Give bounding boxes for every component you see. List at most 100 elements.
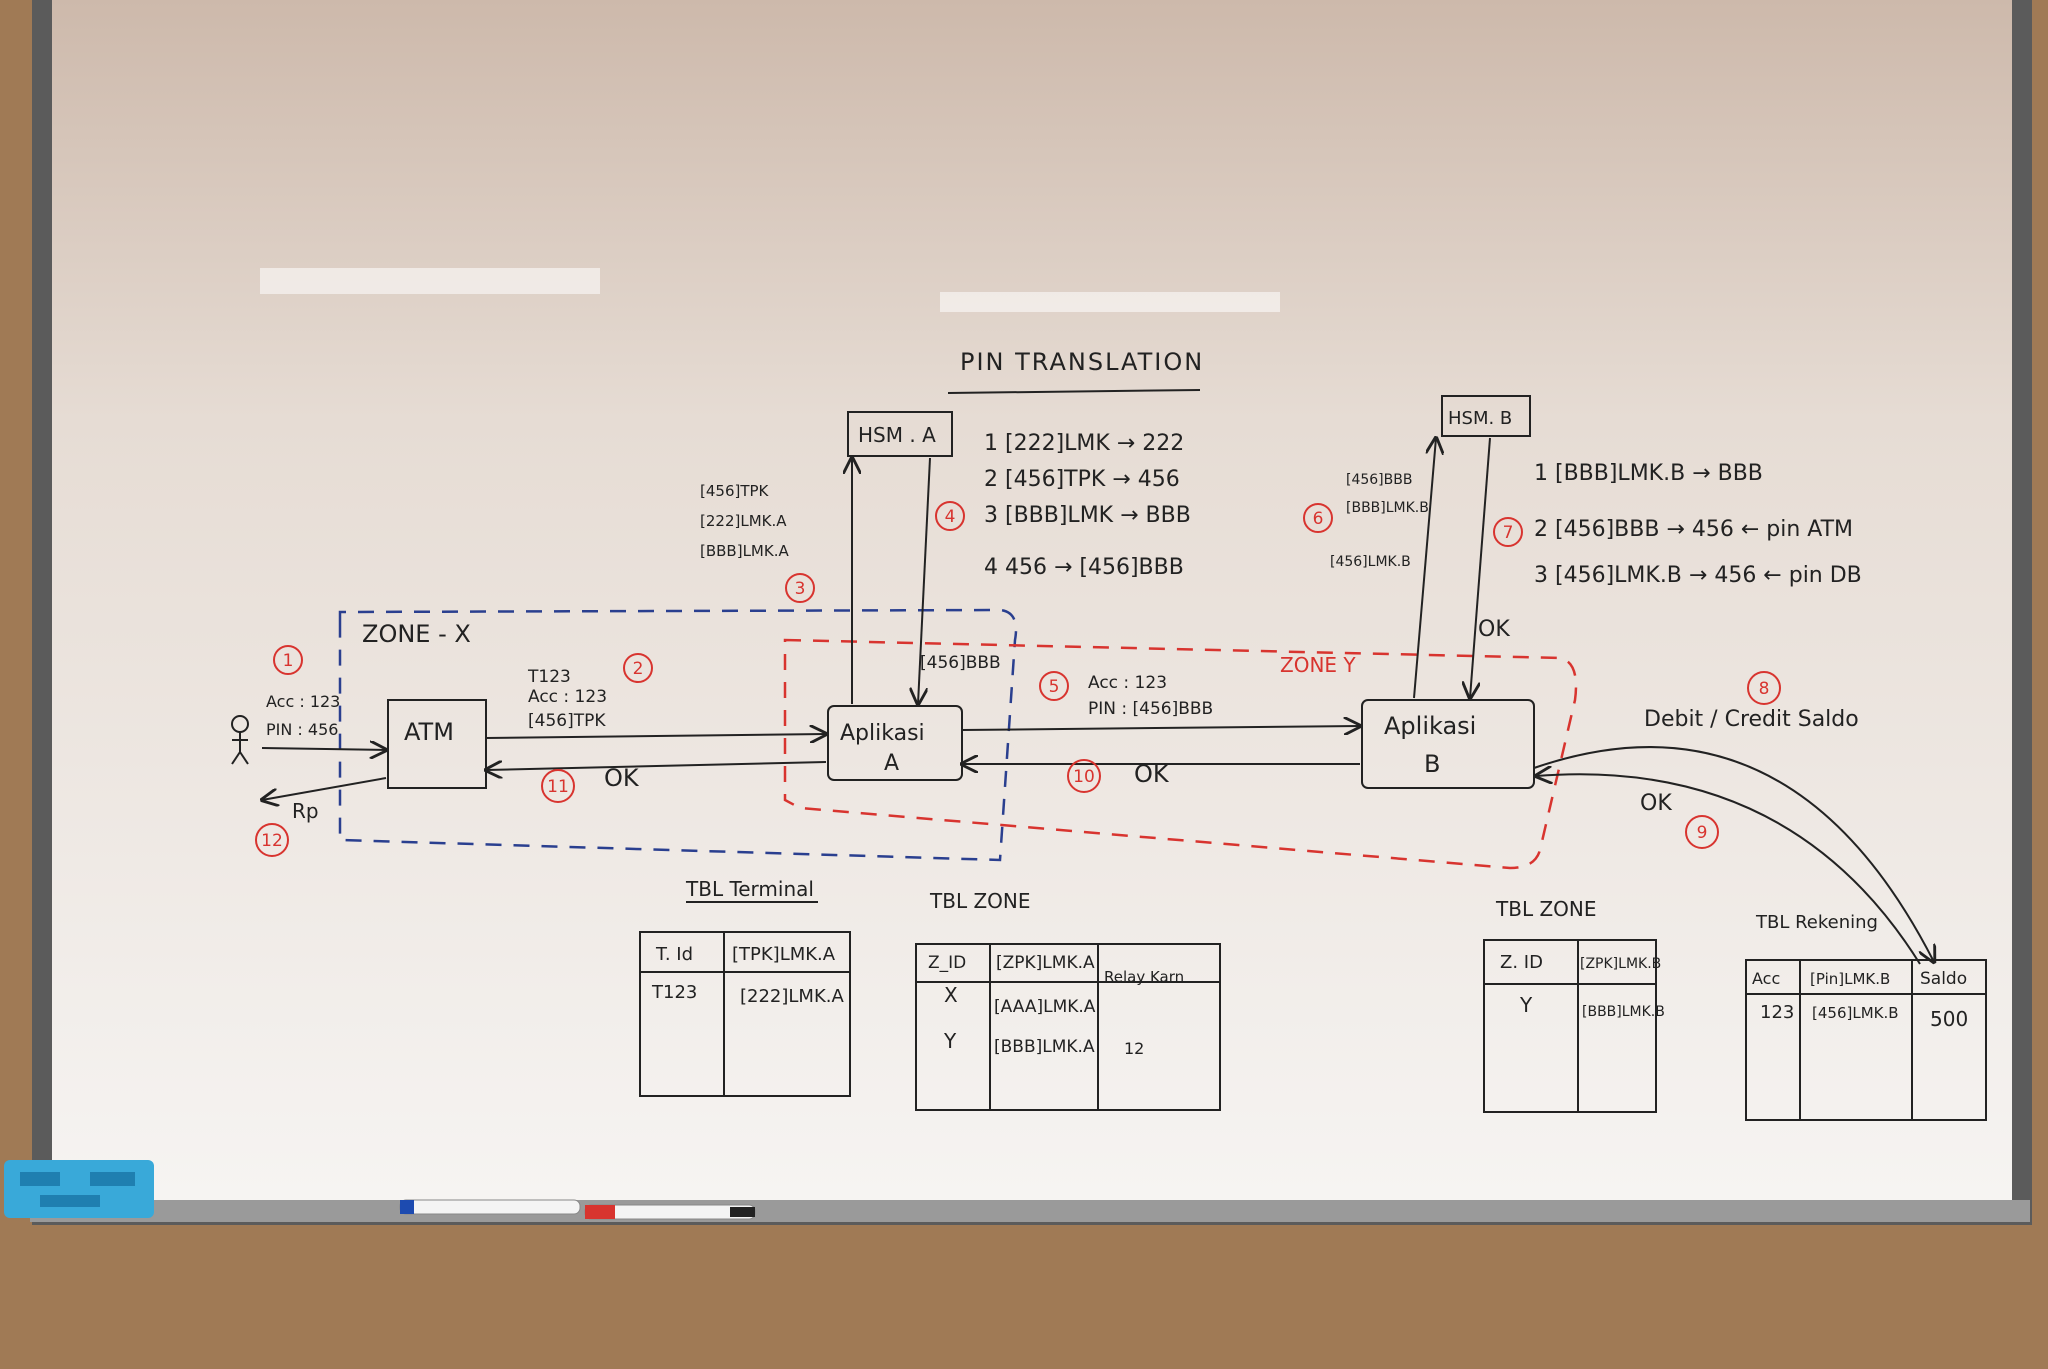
zone-y-label: ZONE Y [1280, 653, 1356, 677]
hsm-a-to-app-a-arrow [918, 457, 931, 704]
saldo-ok-arrow [1536, 774, 1921, 965]
tbl-zone-a-cell-y: Y [943, 1029, 957, 1053]
step-12-circle [255, 823, 289, 857]
tbl-zone-b [1483, 939, 1657, 1113]
step-12-number: 12 [261, 831, 283, 851]
app-a-to-app-b-arrow [961, 726, 1360, 730]
step-5-circle [1039, 671, 1069, 701]
red-marker [584, 1204, 756, 1220]
tbl-rekening-cell-acc: 123 [1760, 1002, 1794, 1023]
step-7-number: 7 [1503, 523, 1514, 543]
ok-label-10: OK [1134, 760, 1170, 788]
tbl-zone-a-cell-relay: 12 [1124, 1039, 1144, 1058]
tbl-zone-a-header-zid: Z_ID [928, 953, 966, 973]
atm-box [387, 699, 487, 789]
hsm-a-box [847, 411, 953, 457]
step-3-circle [785, 573, 815, 603]
atm-to-app-a-arrow [485, 734, 826, 738]
user-icon [231, 715, 249, 765]
user-rp-label: Rp [292, 799, 319, 823]
hsm-b-box [1441, 395, 1531, 437]
ok-label-11: OK [604, 764, 640, 792]
step-6-circle [1303, 503, 1333, 533]
ok-label-9: OK [1640, 791, 1672, 816]
atm-msg-pin: [456]TPK [528, 711, 606, 731]
hsm-b-in-3: [456]LMK.B [1330, 554, 1411, 570]
atm-label: ATM [404, 718, 454, 746]
user-to-atm-arrow [261, 748, 386, 750]
tbl-zone-a-header-zpk: [ZPK]LMK.A [996, 953, 1095, 973]
board-surface [52, 0, 2012, 1200]
tbl-zone-b-cell-bbb: [BBB]LMK.B [1582, 1004, 1665, 1020]
hsm-a-step-4: 4 456 → [456]BBB [984, 555, 1184, 580]
hsm-a-in-1: [456]TPK [700, 482, 770, 500]
diagram-title: PIN TRANSLATION [960, 348, 1204, 376]
hsm-b-step-3: 3 [456]LMK.B → 456 ← pin DB [1534, 563, 1862, 588]
ok-label-hsm-b: OK [1478, 617, 1510, 642]
light-reflection [940, 292, 1280, 312]
atm-to-user-arrow [262, 777, 387, 800]
step-4-number: 4 [945, 507, 956, 527]
atm-msg-acc: Acc : 123 [528, 687, 607, 707]
step-5-number: 5 [1049, 677, 1060, 697]
tbl-zone-b-header-zid: Z. ID [1500, 952, 1543, 973]
tbl-rekening-title: TBL Rekening [1755, 912, 1878, 933]
tbl-zone-a-cell-bbb: [BBB]LMK.A [994, 1037, 1095, 1057]
step-9-number: 9 [1697, 823, 1708, 843]
tbl-terminal-header-tpk: [TPK]LMK.A [732, 944, 836, 965]
step-8-number: 8 [1759, 679, 1770, 699]
step-4-circle [935, 501, 965, 531]
aplikasi-a-box [827, 705, 963, 781]
atm-msg-terminal: T123 [527, 667, 571, 687]
tbl-rekening-header-acc: Acc [1752, 969, 1780, 988]
debit-credit-label: Debit / Credit Saldo [1644, 707, 1859, 732]
light-reflection [260, 268, 600, 294]
zone-y-boundary [783, 638, 1578, 870]
step-1-circle [273, 645, 303, 675]
step-1-number: 1 [283, 651, 294, 671]
tbl-zone-b-title: TBL ZONE [1495, 897, 1596, 921]
hsm-b-label: HSM. B [1448, 408, 1512, 429]
step-11-number: 11 [547, 777, 569, 797]
aplikasi-b-sub: B [1424, 750, 1440, 778]
step-7-circle [1493, 517, 1523, 547]
aplikasi-a-sub: A [884, 751, 899, 776]
tbl-zone-a-title: TBL ZONE [929, 889, 1030, 913]
aplikasi-a-label: Aplikasi [840, 721, 925, 746]
tbl-rekening-cell-saldo: 500 [1930, 1007, 1968, 1031]
user-pin-label: PIN : 456 [266, 720, 338, 739]
step-3-number: 3 [795, 579, 806, 599]
step-8-circle [1747, 671, 1781, 705]
hsm-b-to-app-b-arrow [1470, 437, 1491, 698]
blue-marker [399, 1199, 581, 1215]
hsm-a-in-2: [222]LMK.A [700, 512, 787, 530]
tbl-zone-b-header-zpk: [ZPK]LMK.B [1580, 956, 1661, 972]
hsm-b-step-2: 2 [456]BBB → 456 ← pin ATM [1534, 517, 1853, 542]
step-10-circle [1067, 759, 1101, 793]
step-11-circle [541, 769, 575, 803]
debit-credit-arrow [1533, 746, 1934, 962]
title-underline [947, 389, 1201, 394]
hsm-a-label: HSM . A [858, 423, 936, 447]
zone-x-label: ZONE - X [362, 620, 471, 648]
hsm-a-out: [456]BBB [920, 653, 1001, 673]
hsm-a-step-1: 1 [222]LMK → 222 [984, 431, 1184, 456]
tbl-terminal-header-tid: T. Id [655, 944, 693, 965]
marker-tray [30, 1200, 2030, 1222]
hsm-a-step-3: 3 [BBB]LMK → BBB [984, 503, 1191, 528]
tbl-terminal [639, 931, 851, 1097]
tbl-rekening-cell-pin: [456]LMK.B [1812, 1004, 1899, 1022]
hsm-b-in-1: [456]BBB [1346, 472, 1412, 488]
step5-acc: Acc : 123 [1088, 673, 1167, 693]
tbl-terminal-cell-tid: T123 [651, 982, 697, 1003]
hsm-a-in-3: [BBB]LMK.A [700, 542, 789, 560]
eraser [4, 1160, 154, 1218]
zone-x-boundary [338, 608, 1018, 862]
step-9-circle [1685, 815, 1719, 849]
tbl-terminal-title: TBL Terminal [685, 877, 814, 901]
tbl-zone-a-cell-aaa: [AAA]LMK.A [994, 997, 1096, 1017]
step-2-circle [623, 653, 653, 683]
tbl-zone-a [915, 943, 1221, 1111]
user-acc-label: Acc : 123 [266, 692, 340, 711]
